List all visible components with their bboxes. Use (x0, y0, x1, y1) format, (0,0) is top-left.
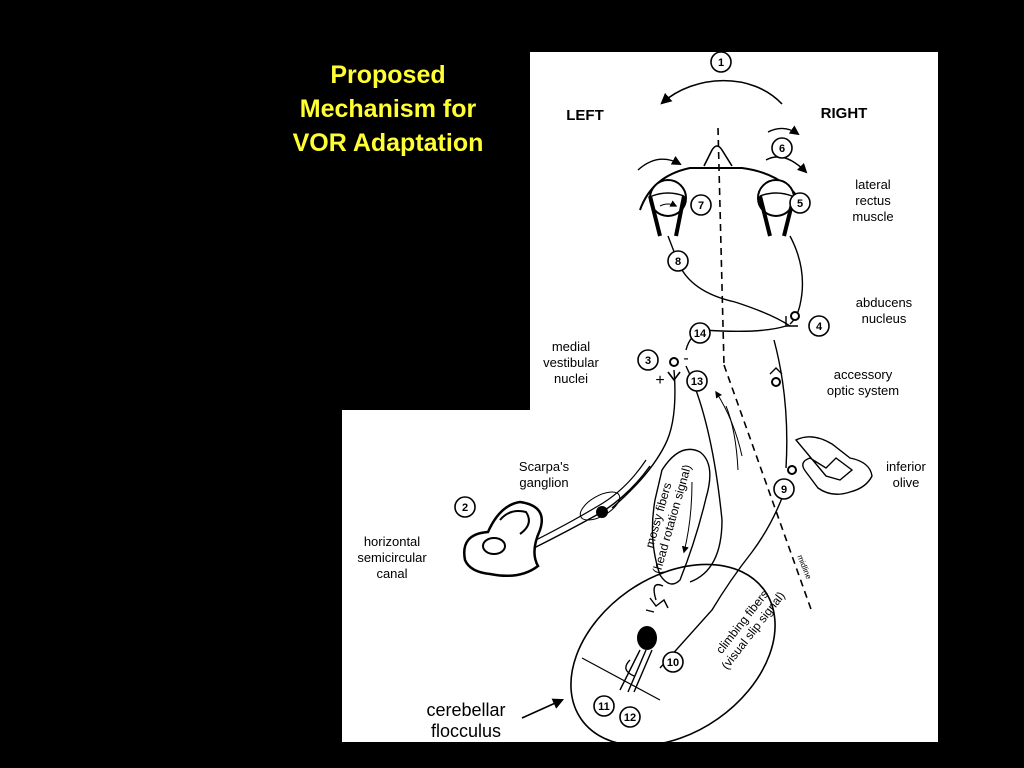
step-6: 6 (771, 137, 793, 159)
svg-text:canal: canal (376, 566, 407, 581)
minus-sign: - (683, 350, 688, 367)
step-4: 4 (808, 315, 830, 337)
climbing-fiber-arrow-2 (725, 405, 739, 471)
page-title: Proposed Mechanism for VOR Adaptation (270, 58, 506, 160)
svg-text:8: 8 (675, 256, 681, 268)
flocculus-pointer-arrow (521, 698, 565, 719)
step-1: 1 (710, 51, 732, 73)
abducens-bracket (785, 316, 798, 327)
inferior-olive-label: inferior olive (886, 459, 926, 490)
cerebellar-flocculus-outline (570, 563, 776, 747)
lateral-rectus-label: lateral rectus muscle (852, 177, 893, 224)
vestibular-nucleus-dot (669, 357, 679, 367)
step-11: 11 (593, 695, 615, 717)
svg-text:12: 12 (624, 712, 636, 724)
svg-text:lateral: lateral (855, 177, 891, 192)
step-3: 3 (637, 349, 659, 371)
neural-pathways (611, 235, 804, 669)
semicircular-canal (463, 500, 543, 577)
svg-text:rectus: rectus (855, 193, 891, 208)
flocculus-layer-line (581, 657, 661, 701)
abducens-nucleus-label: abducens nucleus (856, 295, 913, 326)
svg-text:5: 5 (797, 198, 803, 210)
step-8: 8 (667, 250, 689, 272)
left-eye (648, 179, 687, 237)
svg-text:6: 6 (779, 143, 785, 155)
svg-text:cerebellar: cerebellar (426, 700, 505, 720)
svg-text:optic system: optic system (827, 383, 899, 398)
svg-text:2: 2 (462, 502, 468, 514)
accessory-optic-label: accessory optic system (827, 367, 899, 398)
granule-cells (645, 597, 669, 613)
svg-text:Scarpa's: Scarpa's (519, 459, 570, 474)
svg-text:abducens: abducens (856, 295, 913, 310)
step-10: 10 (662, 651, 684, 673)
right-side-label: RIGHT (821, 105, 868, 122)
right-eye-rotation-arrow (767, 125, 800, 136)
svg-text:ganglion: ganglion (519, 475, 568, 490)
canal-ampulla (482, 537, 506, 555)
step-7: 7 (690, 194, 712, 216)
scarpas-ganglion-cell (596, 506, 608, 518)
inferior-olive-dot (787, 465, 797, 475)
svg-text:olive: olive (893, 475, 920, 490)
svg-text:medial: medial (552, 339, 590, 354)
mossy-fiber-region (651, 448, 711, 585)
svg-text:11: 11 (598, 701, 610, 713)
head-rotation-arrow (660, 79, 783, 105)
svg-text:9: 9 (781, 484, 787, 496)
svg-text:vestibular: vestibular (543, 355, 599, 370)
nose-shape (703, 145, 733, 167)
abducens-nucleus-dot (790, 311, 800, 321)
step-13: 13 (686, 370, 708, 392)
svg-text:10: 10 (667, 657, 679, 669)
svg-text:14: 14 (694, 328, 707, 340)
left-side-label: LEFT (566, 107, 604, 124)
mossy-fiber-arrow (681, 481, 693, 554)
svg-text:13: 13 (691, 376, 703, 388)
vestibular-nerve-2 (527, 459, 647, 545)
cerebellar-flocculus-label: cerebellar flocculus (426, 700, 505, 741)
step-14: 14 (689, 322, 711, 344)
medial-vestibular-label: medial vestibular nuclei (543, 339, 599, 386)
svg-text:flocculus: flocculus (431, 721, 501, 741)
svg-text:7: 7 (698, 200, 704, 212)
plus-sign: + (655, 372, 664, 389)
vestibular-synapse (667, 371, 681, 382)
horizontal-canal-label: horizontal semicircular canal (357, 534, 427, 581)
svg-text:semicircular: semicircular (357, 550, 427, 565)
title-line-2: Mechanism for (299, 95, 477, 123)
scarpas-ganglion-label: Scarpa's ganglion (519, 459, 570, 490)
step-2: 2 (454, 496, 476, 518)
purkinje-cell (637, 626, 657, 650)
midline-line-lower (723, 364, 813, 613)
title-line-3: VOR Adaptation (292, 129, 484, 157)
svg-text:3: 3 (645, 355, 651, 367)
inferior-olive-shape (794, 436, 873, 495)
canal-inner (499, 510, 530, 535)
step-5: 5 (789, 192, 811, 214)
svg-text:1: 1 (718, 57, 724, 69)
purkinje-dendrites (619, 649, 653, 693)
svg-text:accessory: accessory (834, 367, 893, 382)
svg-text:inferior: inferior (886, 459, 926, 474)
accessory-optic-dot (771, 377, 781, 387)
svg-text:muscle: muscle (852, 209, 893, 224)
left-eye-rotation-arrow (637, 155, 682, 171)
accessory-optic-synapse (769, 367, 783, 375)
step-9: 9 (773, 478, 795, 500)
svg-text:nuclei: nuclei (554, 371, 588, 386)
title-line-1: Proposed (330, 61, 446, 89)
svg-text:4: 4 (816, 321, 823, 333)
step-12: 12 (619, 706, 641, 728)
svg-text:nucleus: nucleus (862, 311, 907, 326)
svg-text:horizontal: horizontal (364, 534, 420, 549)
